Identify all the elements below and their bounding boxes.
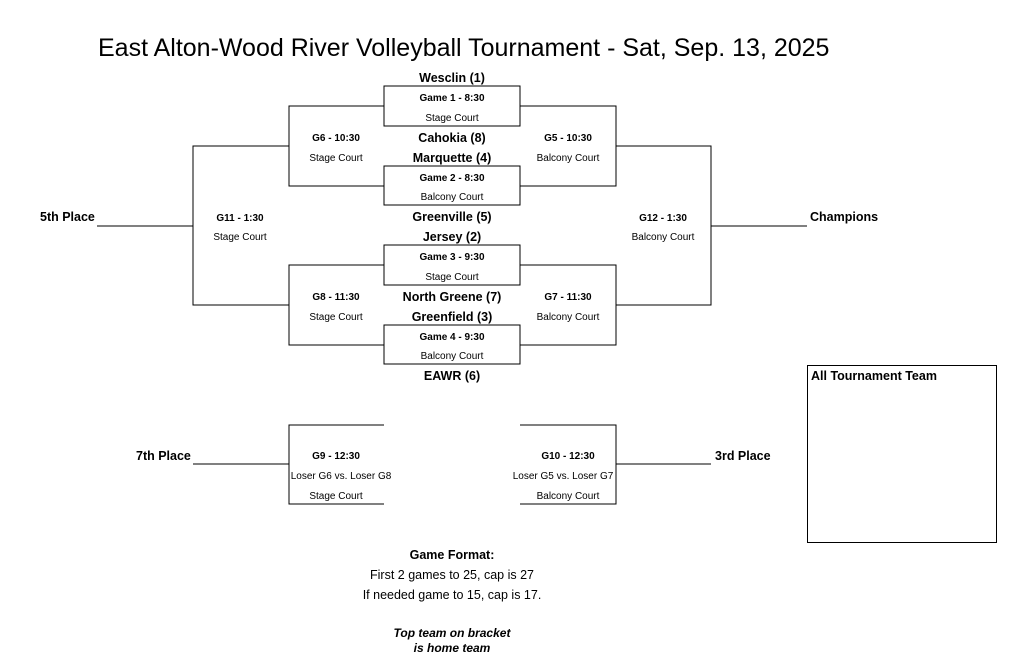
team-greenfield: Greenfield (3) [411, 310, 493, 324]
g5-label: G5 - 10:30 [544, 133, 592, 144]
g10-label: G10 - 12:30 [541, 451, 595, 462]
g11-bracket [192, 145, 289, 306]
g10-matchup: Loser G5 vs. Loser G7 [512, 471, 614, 482]
seventh-place-label: 7th Place [136, 449, 191, 463]
g12-label: G12 - 1:30 [639, 213, 687, 224]
game2-label: Game 2 - 8:30 [419, 173, 485, 184]
g12-court: Balcony Court [631, 232, 695, 243]
g6-court: Stage Court [309, 153, 363, 164]
g10-court: Balcony Court [536, 491, 600, 502]
game3-bracket [383, 244, 521, 286]
game4-court: Balcony Court [420, 351, 484, 362]
game3-court: Stage Court [425, 272, 479, 283]
team-jersey: Jersey (2) [422, 230, 482, 244]
game3-label: Game 3 - 9:30 [419, 252, 485, 263]
g7-label: G7 - 11:30 [544, 292, 592, 303]
g7-court: Balcony Court [536, 312, 600, 323]
g11-label: G11 - 1:30 [216, 213, 264, 224]
game2-bracket [383, 165, 521, 206]
page-title: East Alton-Wood River Volleyball Tournam… [98, 34, 830, 62]
team-wesclin: Wesclin (1) [419, 71, 485, 85]
game2-court: Balcony Court [420, 192, 484, 203]
g6-bracket [288, 105, 384, 187]
g9-label: G9 - 12:30 [312, 451, 360, 462]
game1-bracket [383, 85, 521, 127]
g9-court: Stage Court [309, 491, 363, 502]
g11-court: Stage Court [213, 232, 267, 243]
home-team-note-1: Top team on bracket [393, 626, 511, 640]
g5-bracket [520, 105, 617, 187]
home-team-note-2: is home team [413, 641, 491, 655]
g12-bracket [616, 145, 712, 306]
team-cahokia: Cahokia (8) [418, 131, 486, 145]
game1-court: Stage Court [425, 113, 479, 124]
fifth-place-label: 5th Place [40, 210, 95, 224]
g7-bracket [520, 264, 617, 346]
team-eawr: EAWR (6) [423, 369, 481, 383]
third-place-label: 3rd Place [715, 449, 771, 463]
all-tournament-team-label: All Tournament Team [811, 369, 937, 383]
g8-label: G8 - 11:30 [312, 292, 360, 303]
game1-label: Game 1 - 8:30 [419, 93, 485, 104]
g6-label: G6 - 10:30 [312, 133, 360, 144]
team-north-greene: North Greene (7) [402, 290, 502, 304]
g5-court: Balcony Court [536, 153, 600, 164]
g9-matchup: Loser G6 vs. Loser G8 [290, 471, 392, 482]
format-heading: Game Format: [409, 548, 495, 562]
all-tournament-team-box: All Tournament Team [807, 365, 997, 543]
g8-court: Stage Court [309, 312, 363, 323]
champions-label: Champions [810, 210, 879, 224]
game4-bracket [383, 324, 521, 365]
team-marquette: Marquette (4) [412, 151, 492, 165]
format-line-1: First 2 games to 25, cap is 27 [370, 568, 534, 582]
game4-label: Game 4 - 9:30 [419, 332, 485, 343]
format-line-2: If needed game to 15, cap is 17. [362, 588, 542, 602]
team-greenville: Greenville (5) [412, 210, 492, 224]
g8-bracket [288, 264, 384, 346]
